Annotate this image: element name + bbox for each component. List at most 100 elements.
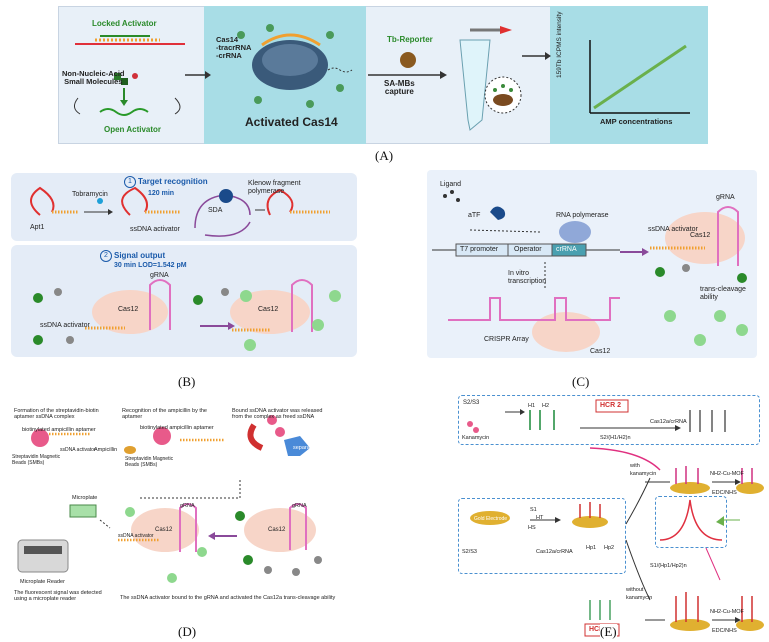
target-recognition-label: Target recognition xyxy=(138,177,208,186)
crispr-array-label: CRISPR Array xyxy=(484,336,529,343)
cas12a-top-label: Cas12a/crRNA xyxy=(650,419,687,425)
panel-a-chart-bg xyxy=(550,6,708,144)
ht-label: HT xyxy=(536,515,544,521)
step4-d-label: The ssDNA activator bound to the gRNA an… xyxy=(120,595,336,601)
step3-d-label: Bound ssDNA activator was released from … xyxy=(232,408,323,420)
caption-a: (A) xyxy=(375,148,394,163)
edc-top-label: EDC/NHS xyxy=(712,490,737,496)
kanamycin-label: Kanamycin xyxy=(462,435,490,441)
s1hp-label: S1/(Hp1/Hp2)n xyxy=(650,563,687,569)
caption-e: (E) xyxy=(600,624,617,640)
cas12-label-c: Cas12 xyxy=(590,348,611,355)
cas12-label-right: Cas12 xyxy=(258,306,279,313)
s2s3b-label: S2/S3 xyxy=(462,549,477,555)
tb-reporter-icon xyxy=(400,52,416,68)
hp2-label: Hp2 xyxy=(604,545,615,551)
panel-b-top xyxy=(11,173,357,241)
separate-label: separate xyxy=(293,445,315,451)
chart-xlabel: AMP concentrations xyxy=(600,117,673,126)
with-kanamycin-label: with kanamycin xyxy=(630,463,657,477)
tb-reporter-label: Tb-Reporter xyxy=(387,35,433,44)
time1-label: 120 min xyxy=(148,190,175,197)
step1-d-label: Formation of the streptavidin-biotin apt… xyxy=(14,408,99,420)
ssdna-activator-label: ssDNA activator xyxy=(40,322,90,329)
step2-d-label: Recognition of the ampicillin by the apt… xyxy=(122,408,207,420)
panel-e-top-box xyxy=(458,395,760,445)
microplate-label: Microplate xyxy=(72,495,98,501)
caption-b: (B) xyxy=(178,374,196,389)
invitro-label: In vitro transcription xyxy=(508,270,547,285)
crrna-label: crRNA xyxy=(556,246,577,253)
hcr2-box xyxy=(595,399,629,413)
panel-e-mid-box xyxy=(458,498,626,574)
magnet-icon xyxy=(247,423,264,451)
rna-pol-icon xyxy=(559,221,591,243)
cas14-label: Cas14 -tracrRNA -crRNA xyxy=(216,35,252,60)
cas12b-d-label: Cas12 xyxy=(268,527,286,533)
cas12a-mid-label: Cas12a/crRNA xyxy=(536,549,573,555)
rna-polymerase-label: RNA polymerase xyxy=(556,212,609,219)
klenow-icon xyxy=(219,189,233,203)
apt1-label: Apt1 xyxy=(30,224,45,231)
time2-label: 30 min LOD=1.542 pM xyxy=(114,262,187,269)
ssdna-label-c: ssDNA activator xyxy=(648,226,698,233)
ssact2-d-label: ssDNA activator xyxy=(118,533,154,539)
smb-bead xyxy=(31,429,49,447)
grna-label: gRNA xyxy=(150,272,169,279)
nh2-cu-mof-top-label: NH2-Cu-MOF xyxy=(710,471,744,477)
smb-label: Streptavidin Magnetic Beads (SMBs) xyxy=(12,454,61,466)
h2-label: H2 xyxy=(542,403,550,409)
capture-label: SA-MBs capture xyxy=(384,79,415,96)
molecule-icon xyxy=(114,73,121,80)
microplate-icon xyxy=(69,504,97,518)
hcr1-label: HCR 1 xyxy=(589,626,610,633)
ligand-label: Ligand xyxy=(440,181,462,188)
smb2-label: Streptavidin Magnetic Beads (SMBs) xyxy=(125,456,174,468)
hcr2-label: HCR 2 xyxy=(600,402,622,409)
sda-label: SDA xyxy=(208,207,223,214)
operator-label: Operator xyxy=(514,246,542,253)
activated-cas14-label: Activated Cas14 xyxy=(245,115,338,129)
nh2-cu-mof-bottom-label: NH2-Cu-MOF xyxy=(710,609,744,615)
locked-activator-label: Locked Activator xyxy=(92,19,157,28)
caption-c: (C) xyxy=(572,374,590,389)
signal-peak xyxy=(659,499,723,541)
cas12-d-label: Cas12 xyxy=(155,527,173,533)
s2s3-label: S2/S3 xyxy=(463,400,480,406)
signal-output-label: Signal output xyxy=(114,251,166,260)
chart-trend-line xyxy=(593,44,687,110)
gold-electrode-label: Gold Electrode xyxy=(474,516,508,522)
klenow-label: Klenow fragment polymerase xyxy=(248,180,301,195)
caption-d: (D) xyxy=(178,624,197,639)
s1-label: S1 xyxy=(530,507,537,513)
cas12-label-left: Cas12 xyxy=(118,306,139,313)
step5-d-label: The fluorescent signal was detected usin… xyxy=(14,590,102,602)
tube-icon xyxy=(459,39,491,131)
ampicillin-label: Ampicillin xyxy=(94,447,118,453)
hp1-label: Hp1 xyxy=(586,545,597,551)
biot2-label: biotinylated ampicillin aptamer xyxy=(140,425,214,431)
h1-label: H1 xyxy=(528,403,536,409)
cas12-right xyxy=(230,290,310,334)
biot-label: biotinylated ampicillin aptamer xyxy=(22,427,96,433)
s2h1h2-label: S2/(H1/H2)n xyxy=(600,435,631,441)
without-kanamycin-label: without kanamycin xyxy=(626,587,653,601)
tobramycin-label: Tobramycin xyxy=(72,191,108,198)
edc-bottom-label: EDC/NHS xyxy=(712,628,737,634)
grna-d-label: gRNA xyxy=(180,503,195,509)
ssdna-activator-d-label: ssDNA activator xyxy=(60,447,96,453)
small-molecules-label: Non-Nucleic-Acid Small Molecules xyxy=(62,69,125,86)
atf-label: aTF xyxy=(468,212,481,219)
open-activator-label: Open Activator xyxy=(104,125,162,134)
step2-badge: 2 xyxy=(100,250,112,262)
t7-label: T7 promoter xyxy=(460,246,499,253)
ssdna-label: ssDNA activator xyxy=(130,226,180,233)
cas12b-label-c: Cas12 xyxy=(690,232,711,239)
trans-cleavage-label: trans-cleavage ability xyxy=(700,286,746,301)
step1-badge: 1 xyxy=(124,176,136,188)
